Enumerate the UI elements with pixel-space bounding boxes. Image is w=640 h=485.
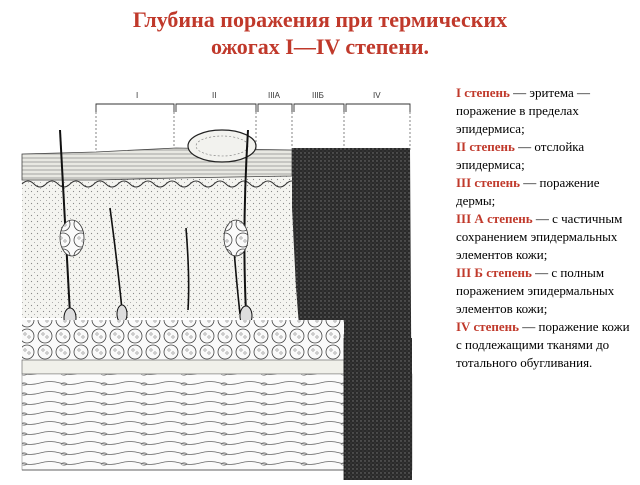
legend-degree: III А степень (456, 211, 533, 226)
zone-brackets (95, 103, 411, 112)
legend-degree: IV степень (456, 319, 520, 334)
subcutaneous-fat (22, 320, 344, 360)
zone-label-4: IV (373, 91, 381, 100)
legend-text: — поражение кожи с подлежащими тканями д… (456, 319, 630, 370)
legend-text: — с частичным сохранением эпидермальных … (456, 211, 623, 262)
blister (187, 129, 257, 163)
page-title: Глубина поражения при термических ожогах… (0, 6, 640, 60)
fascia-band (21, 359, 345, 375)
legend-item: III степень — поражение дермы; (456, 174, 638, 210)
legend-text: — с полным поражением эпидермальных элем… (456, 265, 615, 316)
zone-label-3a: IIIА (268, 91, 281, 100)
legend-degree: II степень (456, 139, 515, 154)
zone-label-1: I (136, 91, 138, 100)
legend-item: III Б степень — с полным поражением эпид… (456, 264, 638, 318)
legend-text: — поражение дермы; (456, 175, 600, 208)
title-line-1: Глубина поражения при термических (132, 7, 508, 32)
legend-text: — отслойка эпидермиса; (456, 139, 585, 172)
legend-item: III А степень — с частичным сохранением … (456, 210, 638, 264)
legend-degree: I степень (456, 85, 510, 100)
sebaceous-glands (59, 219, 249, 257)
title-line-2: ожогах I—IV степени. (210, 34, 430, 59)
legend-item: I степень — эритема — поражение в предел… (456, 84, 638, 138)
skin-burn-diagram: I II IIIА IIIБ IV (0, 88, 440, 480)
degree-legend: I степень — эритема — поражение в предел… (456, 84, 638, 372)
legend-degree: III Б степень (456, 265, 532, 280)
legend-text: — эритема — поражение в пределах эпидерм… (456, 85, 591, 136)
zone-label-3b: IIIБ (312, 91, 324, 100)
zone-label-2: II (212, 91, 216, 100)
legend-item: II степень — отслойка эпидермиса; (456, 138, 638, 174)
skin-section-illustration: I II IIIА IIIБ IV (21, 91, 413, 480)
legend-item: IV степень — поражение кожи с подлежащим… (456, 318, 638, 372)
legend-degree: III степень (456, 175, 520, 190)
